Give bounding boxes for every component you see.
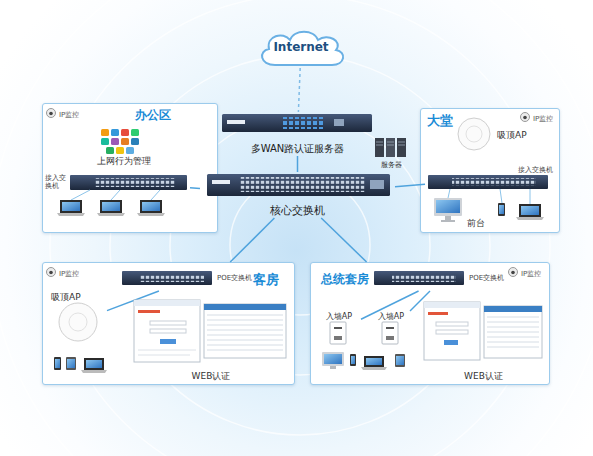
node-label: 吸顶AP [497,129,527,142]
access-switch-box: 接入交换机 [425,165,557,192]
node-label: 核心交换机 [200,203,395,218]
zone-title: 客房 [253,271,279,289]
office-laptops [57,190,165,216]
zone-panel: 办公区 IP监控上网行为管理接入交换机 [42,103,218,233]
node-label: 接入交换机 [518,165,553,175]
network-link [361,291,419,319]
web-auth-box: WEB认证 [421,299,546,383]
internet-cloud: Internet [255,28,347,68]
zone-title: 大堂 [427,112,453,130]
ceiling-ap-icons [59,118,490,341]
core-switch-box: 核心交换机 [200,172,395,218]
wall-ap-box: 入墙AP [369,311,413,349]
node-label: 入墙AP [369,311,413,322]
node-label: 入墙AP [317,311,361,322]
camera-box: IP监控 [47,108,87,122]
zone-title: 总统套房 [321,271,369,288]
node-label: WEB认证 [421,370,546,383]
server-box: 服务器 [370,136,412,170]
suite-devices [322,352,405,370]
wall-ap-box: 入墙AP [317,311,361,349]
node-label: IP监控 [533,114,553,124]
router-device [222,114,372,132]
network-link [230,218,274,262]
desk-box: 前台 [431,197,491,231]
camera-box: IP监控 [521,112,559,126]
zone-title: 办公区 [135,107,171,124]
web-auth-screenshots [134,300,542,362]
node-label: 前台 [467,217,485,230]
core-switch-device [207,174,390,196]
node-label: IP监控 [521,269,541,279]
node-label: IP监控 [59,269,79,279]
network-link [107,291,159,311]
ip-camera-icons [47,109,530,277]
poe-switch-box: POE交换机 [123,269,253,291]
access-switch-box: 接入交换机 [45,172,190,194]
behavior-mgmt-box: 上网行为管理 [79,128,169,168]
network-link [410,291,430,311]
node-label: 多WAN路认证服务器 [215,142,380,156]
server-towers [375,138,406,157]
node-label: 接入交换机 [45,174,67,190]
router-box: 多WAN路认证服务器 [215,112,380,156]
network-link [298,68,300,112]
lobby-devices [434,189,544,222]
network-link [321,218,366,262]
node-label: WEB认证 [131,370,291,383]
zone-panel: 总统套房 IP监控 POE交换机入墙AP 入墙AP WEB认证 [310,262,550,385]
app-icon-grid [101,129,139,154]
guest-devices [54,357,107,373]
network-link [190,187,200,189]
node-label: 上网行为管理 [79,155,169,168]
zone-panel: 大堂 IP监控吸顶AP 接入交换机前台 [420,108,560,233]
poe-switch-box: POE交换机 [373,269,509,291]
camera-box: IP监控 [47,267,87,281]
web-auth-box: WEB认证 [131,299,291,383]
wall-ap-plates [330,322,398,344]
node-label: 吸顶AP [51,291,81,304]
access-switches [70,175,548,285]
ap-box: 吸顶AP [47,289,107,355]
zone-panel: 客房 IP监控 POE交换机吸顶AP WEB认证 [42,262,295,385]
node-label: IP监控 [59,110,79,120]
node-label: POE交换机 [217,273,252,283]
node-label: POE交换机 [469,273,504,283]
node-label: Internet [255,40,347,54]
node-label: 服务器 [370,160,412,170]
network-link [395,184,425,187]
network-link [297,156,299,172]
camera-box: IP监控 [509,267,549,281]
